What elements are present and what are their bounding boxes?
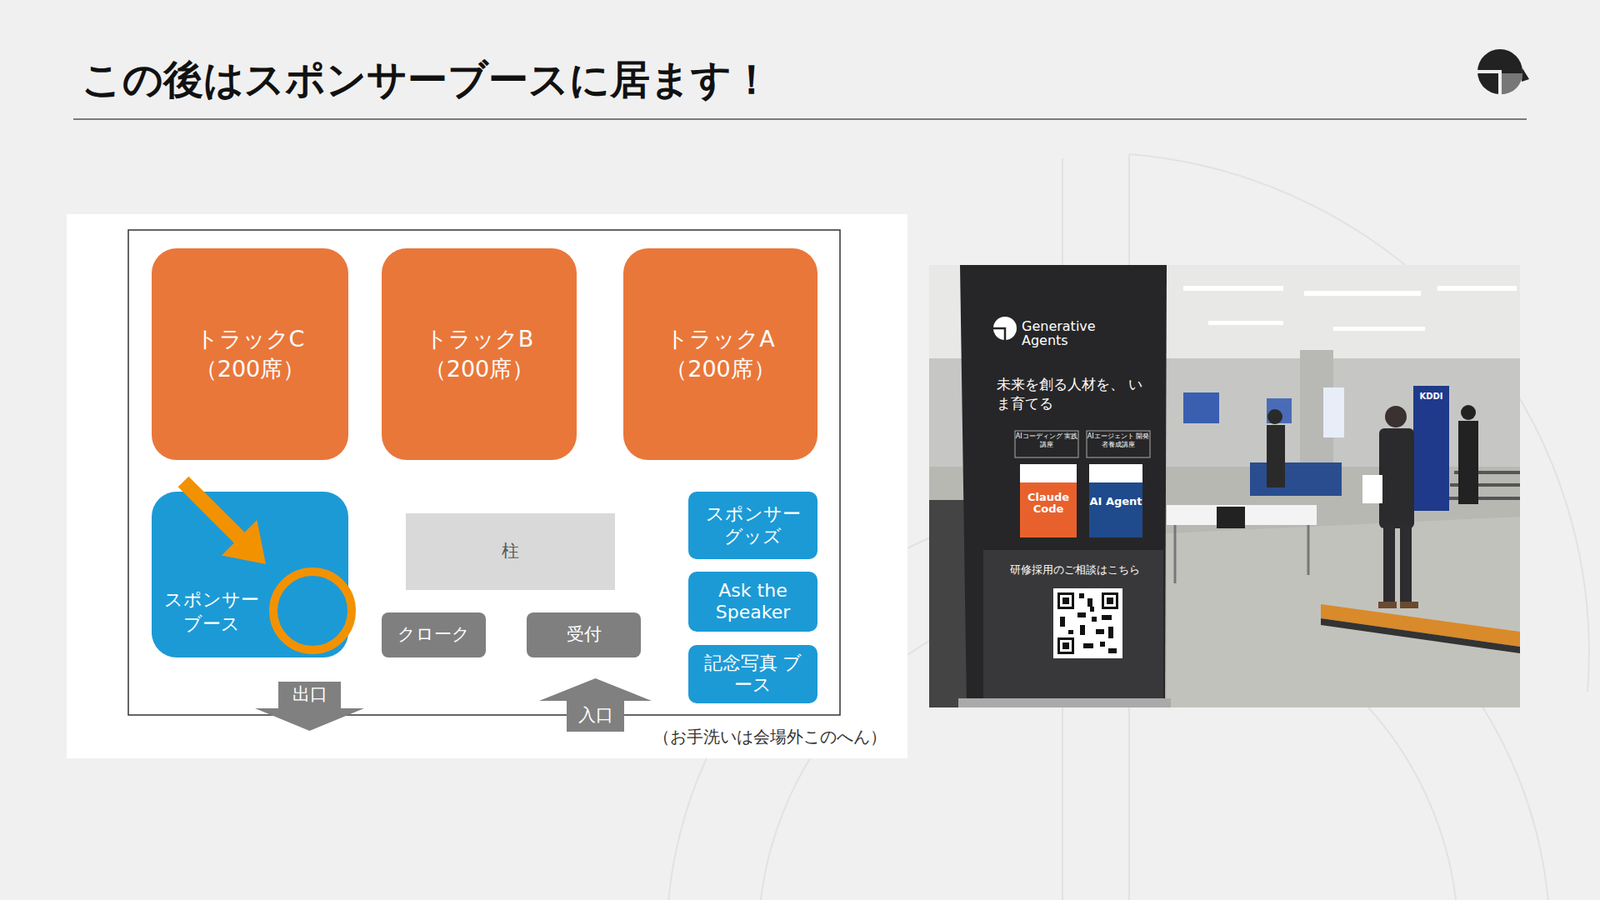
node-text: トラックA （200席） [650, 324, 792, 385]
track-box: トラックC （200席） [151, 248, 349, 460]
highlight-ring [273, 571, 352, 650]
sponsor-sign: KDDI [1413, 391, 1450, 401]
node-text: 受付 [566, 624, 602, 645]
course-name: AIエージェント 開発者養成講座 [1086, 432, 1150, 450]
node-text: トラックB （200席） [408, 324, 550, 385]
banner-note: 研修採用のご相談はこちら [991, 563, 1159, 577]
node-text: 記念写真 ブース [700, 652, 805, 697]
book-title: Claude Code [1020, 491, 1077, 516]
node-text: Ask the Speaker [700, 580, 805, 625]
node-text: クローク [397, 624, 470, 645]
booth-photo [929, 265, 1520, 708]
book-title: AI Agent [1089, 495, 1143, 508]
exit-arrow: 出口 [255, 681, 365, 731]
pillar-box: 柱 [405, 513, 615, 590]
slide-title: この後はスポンサーブースに居ます！ [81, 53, 772, 107]
node-text: スポンサー ブース [158, 588, 265, 636]
entrance-arrow: 入口 [539, 678, 652, 732]
service-box: クローク [381, 612, 486, 658]
node-text: スポンサー グッズ [700, 503, 805, 548]
brand-name: Generative Agents [1021, 320, 1114, 349]
area-box: スポンサー グッズ [688, 491, 818, 560]
area-box: 記念写真 ブース [688, 645, 818, 704]
track-box: トラックB （200席） [381, 248, 577, 460]
note-text: （お手洗いは会場外このへん） [653, 726, 887, 747]
arrow-outline [539, 678, 652, 732]
logo-mark [1477, 49, 1530, 95]
banner-tagline: 未来を創る人材を、 いま育てる [996, 375, 1151, 414]
area-box: Ask the Speaker [688, 571, 818, 632]
node-text: 入口 [539, 705, 652, 726]
title-rule [73, 118, 1527, 120]
node-text: 出口 [255, 684, 365, 705]
course-name: AIコーディング 実践講座 [1015, 432, 1079, 450]
pointer-arrow [165, 464, 284, 582]
venue-outline [128, 230, 840, 715]
node-text: 柱 [501, 540, 520, 563]
node-text: トラックC （200席） [179, 324, 321, 385]
track-box: トラックA （200席） [623, 248, 818, 460]
service-box: 受付 [526, 612, 641, 658]
map-panel [66, 214, 908, 759]
arrow-outline [255, 681, 365, 731]
